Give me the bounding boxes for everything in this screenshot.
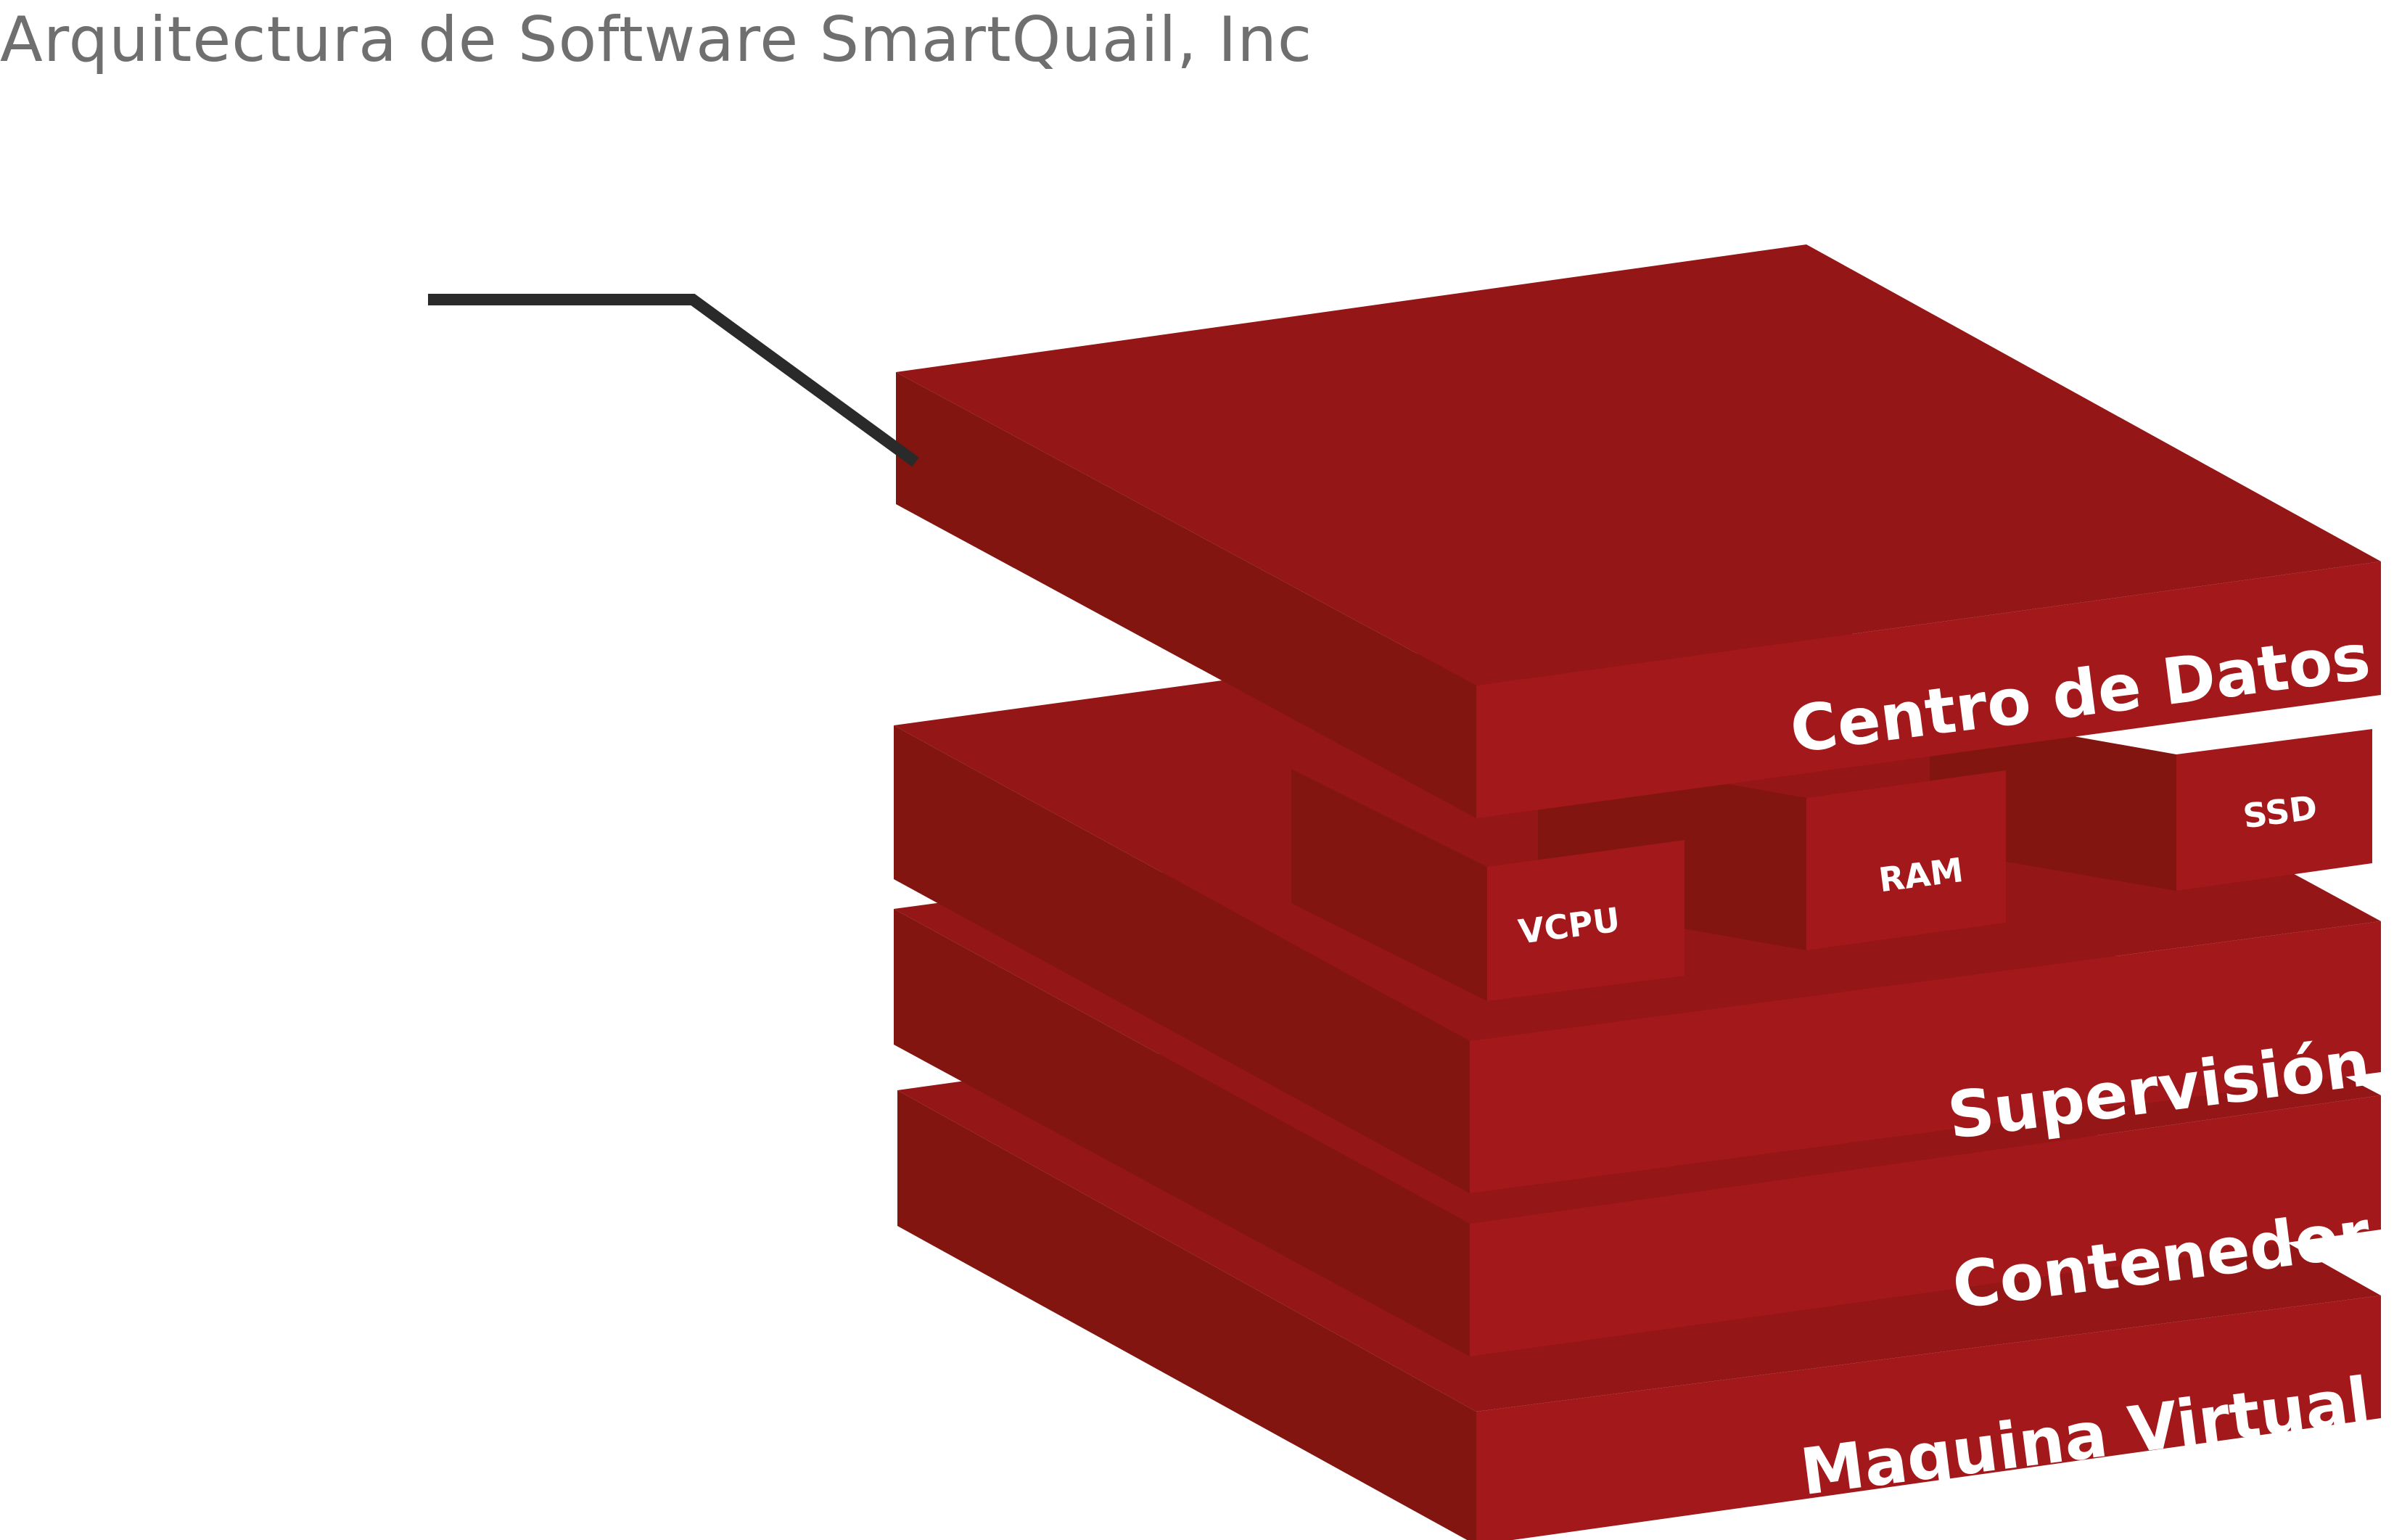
component-ssd-front	[2176, 729, 2372, 891]
component-ssd-label: SSD	[2241, 788, 2319, 836]
layer-supervision-front	[1470, 921, 2381, 1193]
page-title: Arquitectura de Software SmartQuail, Inc	[0, 4, 1313, 76]
component-ram-front	[1806, 770, 2006, 950]
component-ssd: SSD	[1930, 711, 2372, 891]
component-vcpu-front	[1487, 840, 1685, 1001]
layer-maquina-virtual-side	[897, 1090, 1476, 1540]
layer-centro-de-datos-side	[896, 372, 1476, 818]
layer-supervision-side	[894, 725, 1470, 1193]
layer-centro-de-datos-top	[896, 244, 2381, 685]
layer-maquina-virtual-front	[1476, 1296, 2381, 1540]
layer-centro-de-datos-front	[1476, 561, 2381, 818]
layer-contenedor-front	[1470, 1095, 2381, 1356]
layer-contenedor-side	[894, 909, 1470, 1356]
component-vcpu: VCPU	[1291, 769, 1685, 1001]
component-vcpu-side	[1291, 769, 1487, 1001]
leader-line	[428, 294, 919, 467]
